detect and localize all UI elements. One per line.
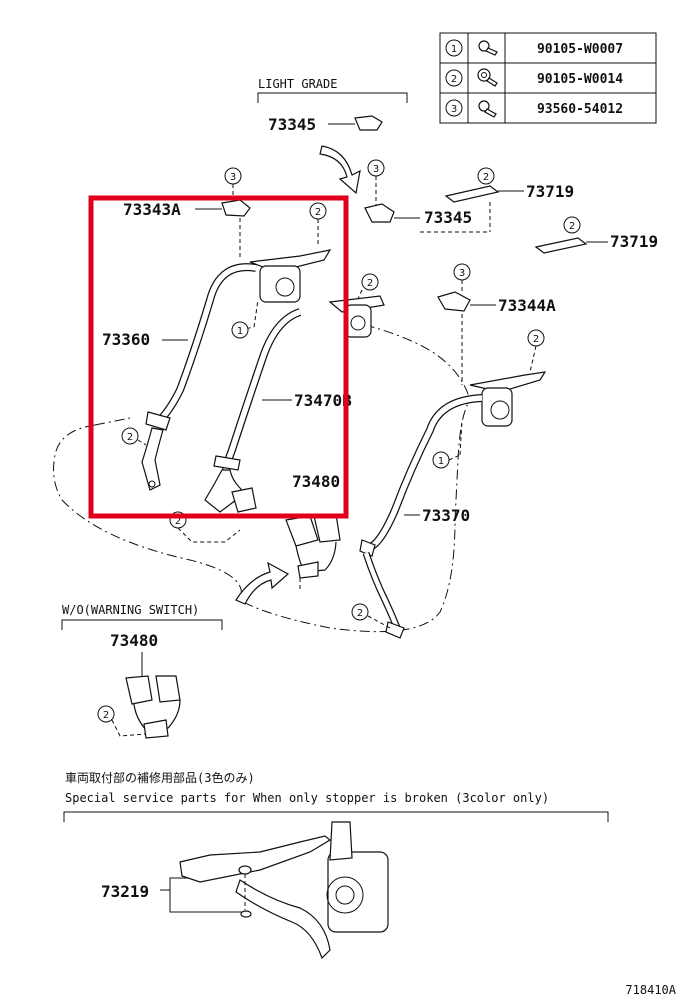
cover-73345 (364, 203, 395, 223)
cover-73344A (437, 291, 471, 312)
ref-circle-2: 2 (127, 432, 133, 443)
ref-circle-2: 2 (367, 278, 373, 289)
screw-icon (478, 100, 497, 118)
buckle-73480 (285, 513, 341, 579)
seat-belt-73370 (359, 371, 547, 639)
seat-belt-73360 (141, 249, 332, 491)
right-side-parts: 3 73345 2 73719 2 73719 3 73344A 2 (351, 159, 658, 639)
ref-circle-3: 3 (230, 172, 236, 183)
special-service-jp-text: 車両取付部の補修用部品(3色のみ) (65, 770, 255, 785)
ref-circle-2: 2 (357, 608, 363, 619)
ref-circle-2: 2 (569, 221, 575, 232)
table-part-number: 90105-W0014 (537, 72, 623, 87)
highlight-box (88, 195, 349, 519)
table-row-ref: 1 (451, 44, 457, 55)
center-parts: 2 (235, 273, 385, 605)
part-number-73470B: 73470B (294, 391, 352, 410)
table-part-number: 90105-W0007 (537, 42, 623, 57)
special-service-en-text: Special service parts for When only stop… (65, 791, 549, 805)
table-row-ref: 3 (451, 104, 457, 115)
seat-belt-73470B (204, 308, 302, 513)
without-warning-switch-group: W/O(WARNING SWITCH) 73480 2 (61, 603, 223, 739)
arrow-icon (235, 561, 290, 605)
part-number-73370: 73370 (422, 506, 470, 525)
part-number-73345: 73345 (424, 208, 472, 227)
table-row-3: 3 93560-54012 (445, 99, 623, 118)
part-number-73219: 73219 (101, 882, 149, 901)
light-grade-label: LIGHT GRADE (258, 77, 337, 91)
ref-circle-3: 3 (459, 268, 465, 279)
figure-id: 718410A (625, 983, 676, 997)
ref-circle-2: 2 (483, 172, 489, 183)
part-number-73719-a: 73719 (526, 182, 574, 201)
bolt-icon (478, 40, 498, 56)
special-service-group: 車両取付部の補修用部品(3色のみ) Special service parts … (63, 770, 609, 960)
flange-bolt-icon (477, 68, 498, 87)
ref-circle-1: 1 (237, 326, 243, 337)
arrow-icon (319, 145, 361, 195)
table-row-1: 1 90105-W0007 (445, 39, 623, 57)
fastener-table: 1 90105-W0007 2 90105-W0014 3 9 (439, 32, 657, 124)
stopper-assembly-73219 (179, 821, 389, 960)
part-number-73480-wo: 73480 (110, 631, 158, 650)
light-grade-group: LIGHT GRADE 73345 (257, 77, 408, 195)
table-row-2: 2 90105-W0014 (445, 68, 623, 87)
stopper-73719-b (534, 237, 588, 254)
wo-warning-switch-label: W/O(WARNING SWITCH) (62, 603, 199, 617)
part-number-73344A: 73344A (498, 296, 556, 315)
ref-circle-3: 3 (373, 164, 379, 175)
ref-circle-2: 2 (315, 207, 321, 218)
table-part-number: 93560-54012 (537, 102, 623, 117)
table-row-ref: 2 (451, 74, 457, 85)
highlighted-belt-group: 3 2 1 2 (88, 167, 352, 543)
part-number-73480: 73480 (292, 472, 340, 491)
cover-73343A (221, 199, 251, 217)
stopper-73719 (444, 185, 500, 203)
part-number-73360: 73360 (102, 330, 150, 349)
part-number-73343A: 73343A (123, 200, 181, 219)
part-number-73345-light: 73345 (268, 115, 316, 134)
buckle-73480-wo (125, 675, 181, 739)
part-number-73719-b: 73719 (610, 232, 658, 251)
cover-73345-light (354, 115, 383, 131)
ref-circle-1: 1 (438, 456, 444, 467)
ref-circle-2: 2 (103, 710, 109, 721)
ref-circle-2: 2 (175, 516, 181, 527)
ref-circle-2: 2 (533, 334, 539, 345)
